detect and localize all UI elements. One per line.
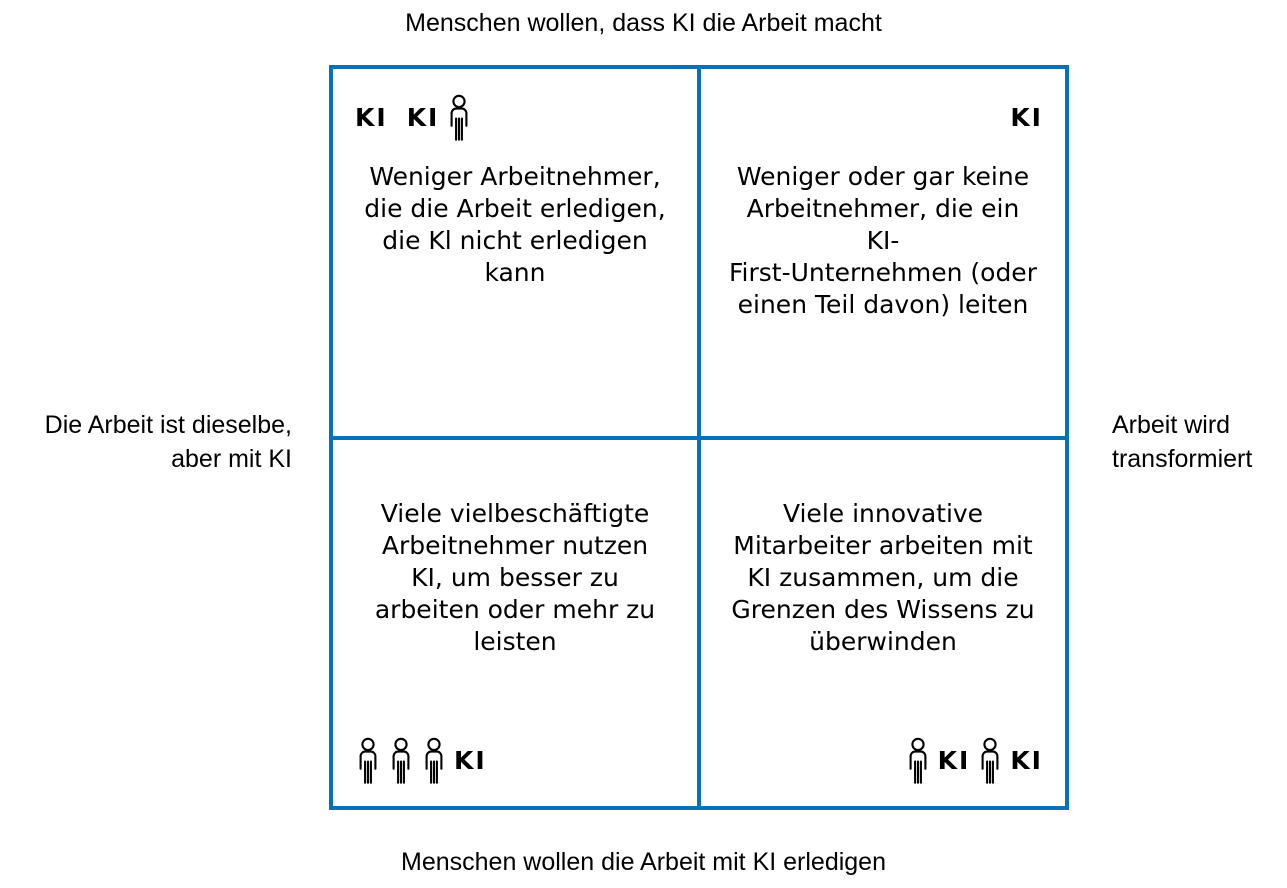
person-icon — [388, 737, 414, 784]
ki-wordmark: KI — [355, 102, 388, 132]
person-icon — [977, 737, 1003, 784]
axis-label-right: Arbeit wird transformiert — [1112, 411, 1253, 473]
quadrant-bottom-right-marks: KI KI — [701, 732, 1065, 788]
ki-wordmark: KI — [406, 102, 440, 132]
quadrant-bottom-right: Viele innovative Mitarbeiter arbeiten mi… — [699, 437, 1065, 806]
axis-label-bottom: Menschen wollen die Arbeit mit KI erledi… — [401, 848, 886, 876]
axis-label-left: Die Arbeit ist dieselbe, aber mit KI — [44, 411, 292, 473]
quadrant-top-right-text: Weniger oder gar keine Arbeitnehmer, die… — [729, 162, 1037, 319]
ki-wordmark: KI — [454, 745, 487, 775]
quadrant-top-left: KI KI Weniger Arbeitnehmer, die die Arbei… — [333, 69, 699, 438]
person-icon — [355, 737, 381, 784]
ki-wordmark: KI — [1010, 102, 1043, 132]
quadrant-bottom-left-text: Viele vielbeschäftigte Arbeitnehmer nutz… — [374, 498, 656, 656]
axis-label-top: Menschen wollen, dass KI die Arbeit mach… — [405, 9, 882, 37]
quadrant-top-left-marks: KI KI — [333, 89, 697, 145]
person-icon — [446, 94, 472, 141]
quadrant-bottom-left-marks: KI — [333, 732, 697, 788]
quadrant-top-right: KI Weniger oder gar keine Arbeitnehmer, … — [699, 69, 1065, 438]
quadrant-top-left-text: Weniger Arbeitnehmer, die die Arbeit erl… — [364, 162, 666, 287]
person-icon — [905, 737, 931, 784]
quadrant-bottom-right-text: Viele innovative Mitarbeiter arbeiten mi… — [731, 498, 1035, 656]
ki-wordmark: KI — [1010, 745, 1043, 775]
person-icon — [421, 737, 447, 784]
ki-wordmark: KI — [937, 745, 971, 775]
quadrant-bottom-left: Viele vielbeschäftigte Arbeitnehmer nutz… — [333, 437, 699, 806]
quadrant-top-right-marks: KI — [701, 89, 1065, 145]
quadrant-matrix: KI KI Weniger Arbeitnehmer, die die Arbei… — [329, 65, 1069, 810]
